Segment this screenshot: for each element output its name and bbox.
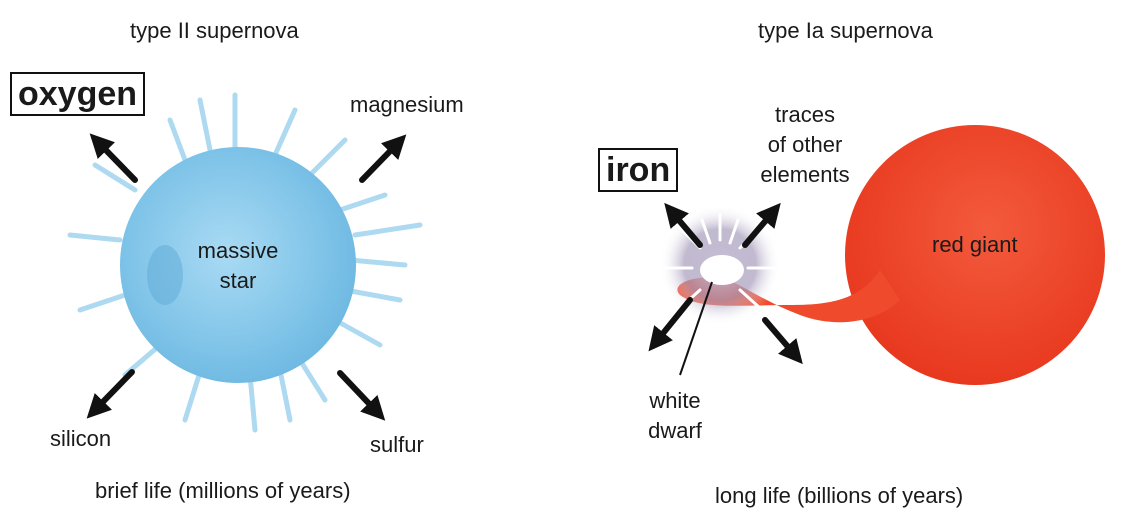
white-dwarf-line2: dwarf [630,416,720,446]
iron-box: iron [598,148,678,192]
magnesium-arrow [362,143,398,180]
right-heading: type Ia supernova [758,18,933,44]
traces-line2: of other [735,130,875,160]
white-dwarf [700,255,744,285]
sulfur-label: sulfur [370,432,424,458]
oxygen-arrow [98,142,135,180]
iron-arrow-sw [656,300,690,342]
white-dwarf-line1: white [630,386,720,416]
silicon-label: silicon [50,426,111,452]
massive-star-line2: star [178,266,298,296]
traces-label: traces of other elements [735,100,875,190]
magnesium-label: magnesium [350,92,464,118]
massive-star-line1: massive [178,236,298,266]
silicon-arrow [95,372,132,410]
massive-star-label: massive star [178,236,298,296]
white-dwarf-label: white dwarf [630,386,720,446]
traces-line3: elements [735,160,875,190]
red-giant-label: red giant [932,232,1018,258]
traces-line1: traces [735,100,875,130]
iron-arrow-se [765,320,795,355]
left-footer: brief life (millions of years) [95,478,351,504]
right-footer: long life (billions of years) [715,483,963,509]
left-heading: type II supernova [130,18,299,44]
sulfur-arrow [340,373,377,412]
oxygen-box: oxygen [10,72,145,116]
